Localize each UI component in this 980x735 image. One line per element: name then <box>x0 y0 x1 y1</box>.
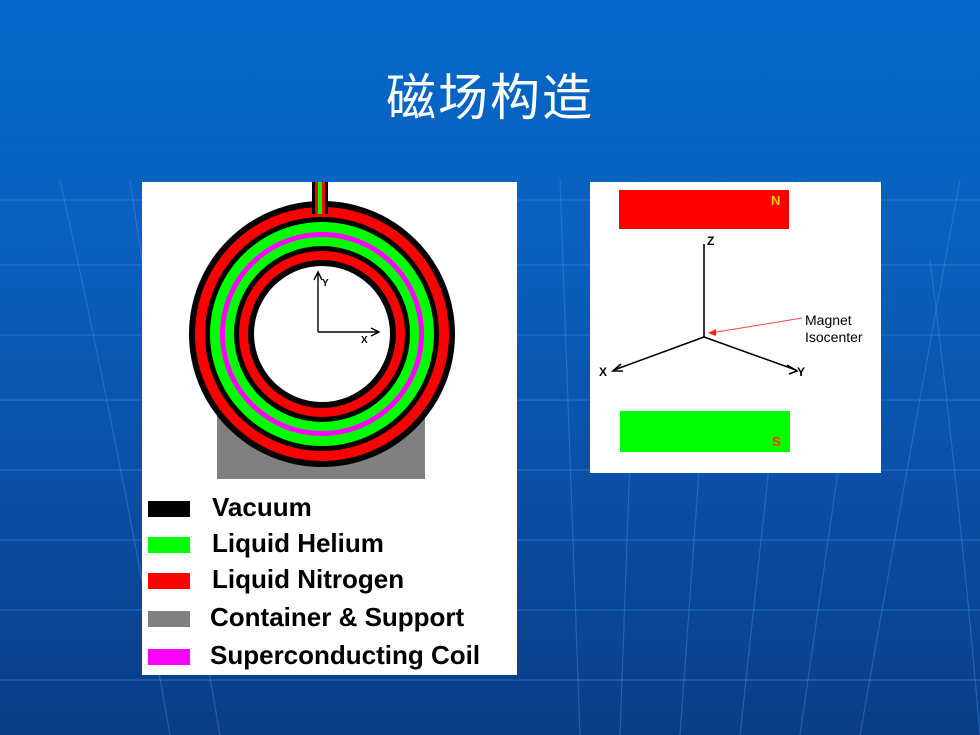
legend-item-superconducting-coil: Superconducting Coil <box>142 640 517 672</box>
axis-x-label: X <box>599 365 608 379</box>
magnet-bore <box>254 266 390 402</box>
axis-z-label: Z <box>707 234 715 248</box>
north-pole-label: N <box>771 193 781 208</box>
legend-swatch-superconducting-coil <box>148 649 190 665</box>
legend-swatch-vacuum <box>148 501 190 517</box>
legend-swatch-liquid-nitrogen <box>148 573 190 589</box>
legend-swatch-container-support <box>148 611 190 627</box>
legend-label-vacuum: Vacuum <box>212 492 312 522</box>
legend-label-superconducting-coil: Superconducting Coil <box>210 640 481 670</box>
legend-item-container-support: Container & Support <box>142 602 517 634</box>
isocenter-label-line1: Magnet <box>805 312 852 328</box>
isocenter-label-line2: Isocenter <box>805 329 863 345</box>
south-pole-label: S <box>772 434 781 449</box>
magnet-axes-diagram <box>610 190 803 452</box>
south-pole-block <box>620 411 790 452</box>
bore-axes <box>313 270 381 337</box>
legend-label-container-support: Container & Support <box>210 602 465 632</box>
legend-item-liquid-nitrogen: Liquid Nitrogen <box>142 564 517 596</box>
axis-y-label: Y <box>797 365 806 379</box>
isocenter-pointer <box>708 317 803 336</box>
isocenter-axes <box>610 244 799 375</box>
magnet-cross-section-panel: Y X Vacuum Liquid Helium Liquid Nitrogen… <box>142 182 517 675</box>
bore-axis-x-label: X <box>361 335 368 346</box>
magnet-axes-panel: N S Z X Y Magnet Isocenter <box>590 182 881 473</box>
isocenter-label: Magnet Isocenter <box>805 312 863 346</box>
cross-section-diagram <box>189 182 455 479</box>
bore-axis-y-label: Y <box>322 278 329 289</box>
slide-title: 磁场构造 <box>386 69 594 127</box>
north-pole-block <box>619 190 789 229</box>
legend-label-liquid-helium: Liquid Helium <box>212 528 384 558</box>
legend-label-liquid-nitrogen: Liquid Nitrogen <box>212 564 405 594</box>
legend-item-liquid-helium: Liquid Helium <box>142 528 517 560</box>
legend-swatch-liquid-helium <box>148 537 190 553</box>
legend-item-vacuum: Vacuum <box>142 492 517 524</box>
